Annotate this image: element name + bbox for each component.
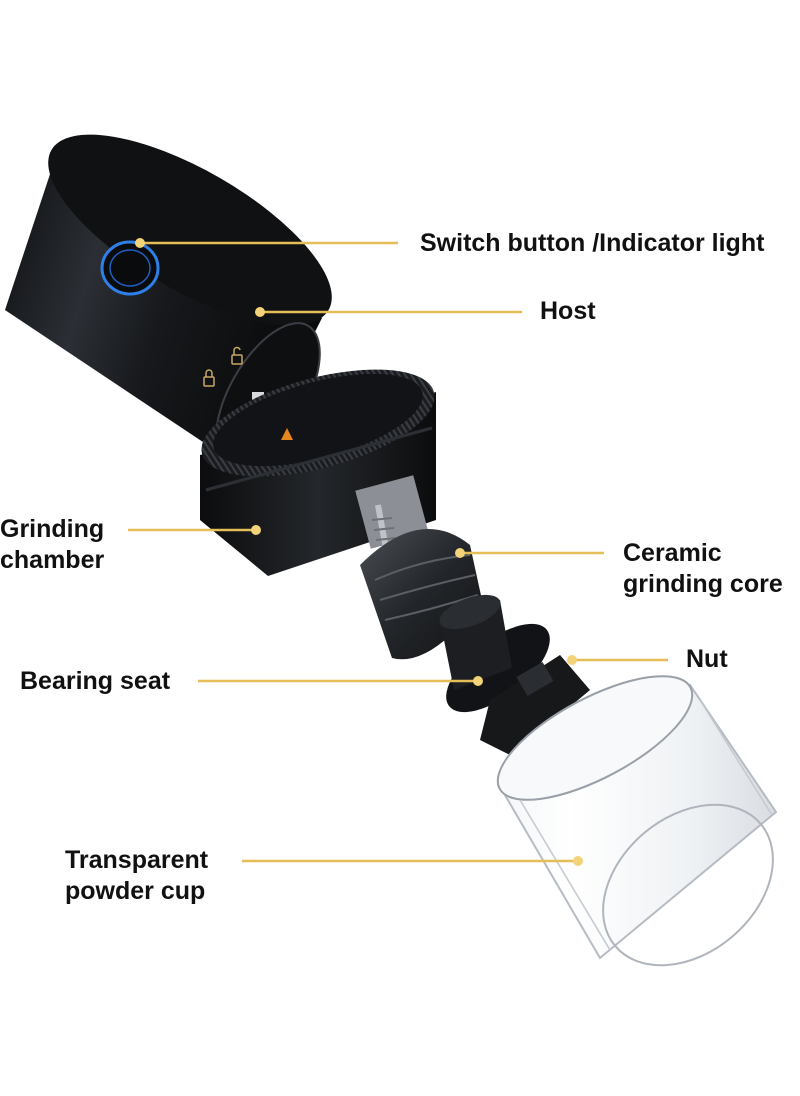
leader-dot-powder-cup: [573, 856, 583, 866]
nut-part: [480, 655, 590, 755]
leader-dot-ceramic-core: [455, 548, 465, 558]
leader-dot-host: [255, 307, 265, 317]
label-nut: Nut: [686, 645, 728, 673]
label-powder-cup: Transparent powder cup: [65, 846, 209, 905]
label-grinding-chamber: Grinding chamber: [0, 515, 105, 574]
leader-dot-nut: [567, 655, 577, 665]
leader-dot-bearing-seat: [473, 676, 483, 686]
unlock-icon: [231, 346, 243, 365]
pointer-triangle-icon: [281, 428, 293, 440]
leader-dot-switch: [135, 238, 145, 248]
leader-dot-grinding-chamber: [251, 525, 261, 535]
leader-lines: [128, 238, 668, 866]
label-bearing-seat: Bearing seat: [20, 667, 171, 695]
label-host: Host: [540, 297, 596, 325]
powder-cup-part: [496, 675, 778, 967]
bearing-seat-part: [439, 594, 550, 713]
label-ceramic-core: Ceramic grinding core: [623, 539, 783, 598]
power-icon: [100, 240, 160, 296]
lock-icon: [203, 369, 215, 387]
label-switch-button: Switch button /Indicator light: [420, 229, 765, 257]
